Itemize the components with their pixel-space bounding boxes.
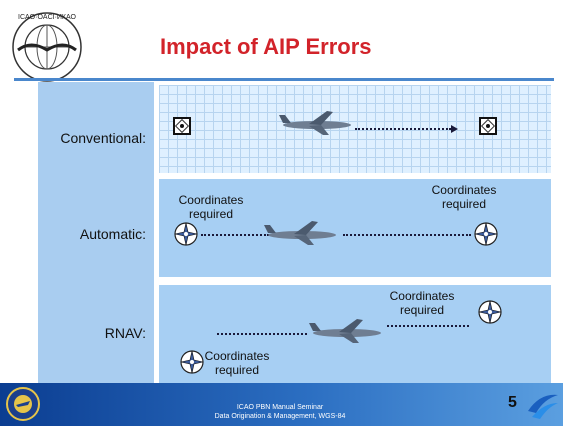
route-line bbox=[355, 128, 451, 130]
row-label-conventional: Conventional: bbox=[60, 130, 146, 146]
footer-caption: ICAO PBN Manual Seminar Data Origination… bbox=[150, 403, 410, 421]
swoosh-logo-icon bbox=[528, 394, 558, 419]
route-line bbox=[201, 234, 269, 236]
ndb-beacon-icon bbox=[479, 117, 497, 135]
airplane-icon bbox=[264, 221, 336, 245]
coordinates-required-left: Coordinates required bbox=[178, 193, 244, 221]
ndb-beacon-icon bbox=[173, 117, 191, 135]
rnav-panel: Coordinates required Coordinates require… bbox=[158, 284, 552, 384]
compass-waypoint-icon bbox=[474, 222, 498, 246]
title-divider bbox=[14, 78, 554, 81]
compass-waypoint-icon bbox=[180, 350, 204, 374]
route-line bbox=[217, 333, 307, 335]
footer-line-1: ICAO PBN Manual Seminar bbox=[236, 404, 324, 411]
page-number: 5 bbox=[508, 394, 517, 411]
icao-logo-icon: ICAO·OACI·ИКАО bbox=[12, 12, 82, 82]
footer-line-2: Data Origination & Management, WGS-84 bbox=[214, 413, 346, 420]
automatic-panel: Coordinates required Coordinates require… bbox=[158, 178, 552, 278]
conventional-panel bbox=[158, 84, 552, 174]
row-label-automatic: Automatic: bbox=[79, 226, 146, 242]
faa-seal-icon bbox=[6, 387, 40, 421]
row-label-rnav: RNAV: bbox=[104, 325, 146, 341]
slide-title: Impact of AIP Errors bbox=[160, 34, 372, 59]
airplane-icon bbox=[309, 319, 381, 343]
slide-footer: ICAO PBN Manual Seminar Data Origination… bbox=[0, 383, 563, 426]
route-line bbox=[387, 325, 469, 327]
row-labels-column: Conventional: Automatic: RNAV: bbox=[38, 82, 154, 383]
route-arrowhead bbox=[451, 125, 458, 133]
compass-waypoint-icon bbox=[478, 300, 502, 324]
coordinates-required-right: Coordinates required bbox=[431, 183, 497, 211]
compass-waypoint-icon bbox=[174, 222, 198, 246]
svg-text:ICAO·OACI·ИКАО: ICAO·OACI·ИКАО bbox=[18, 14, 77, 21]
coordinates-required-bottom: Coordinates required bbox=[204, 349, 270, 377]
airplane-icon bbox=[279, 111, 351, 135]
route-line bbox=[343, 234, 471, 236]
coordinates-required-top: Coordinates required bbox=[389, 289, 455, 317]
